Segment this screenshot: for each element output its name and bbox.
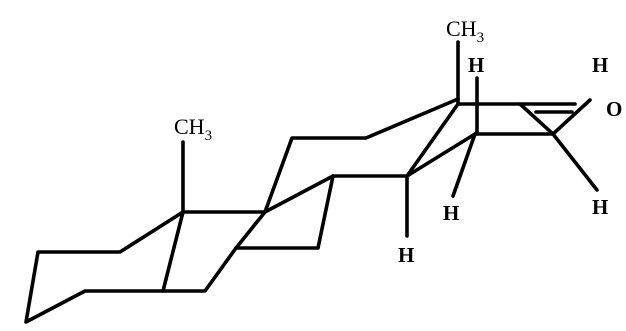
vinyl-bond — [551, 132, 599, 192]
h-ring-mid-label: H — [443, 201, 459, 225]
ring-c-bonds — [263, 97, 460, 214]
ring-d-bonds — [405, 102, 555, 178]
ring-a — [24, 210, 185, 324]
h-axial-top-label: H — [468, 53, 484, 77]
ring-c — [234, 97, 460, 250]
h-aldehyde-label: H — [592, 53, 608, 77]
methyl-top-label: CH3 — [446, 16, 484, 46]
aldehyde-bond — [551, 98, 592, 136]
substituent-bonds — [181, 40, 479, 238]
methyl-left-label: CH3 — [174, 114, 212, 144]
ring-d — [405, 98, 599, 192]
h-vinyl-label: H — [592, 195, 608, 219]
carbonyl-double-bond — [518, 102, 577, 114]
h-ring-mid-bond — [451, 132, 477, 198]
ring-a-bonds — [24, 210, 185, 324]
h-ring-low-label: H — [398, 243, 414, 267]
oxygen-label: O — [606, 97, 622, 121]
ring-c-lower-bonds — [234, 174, 335, 250]
